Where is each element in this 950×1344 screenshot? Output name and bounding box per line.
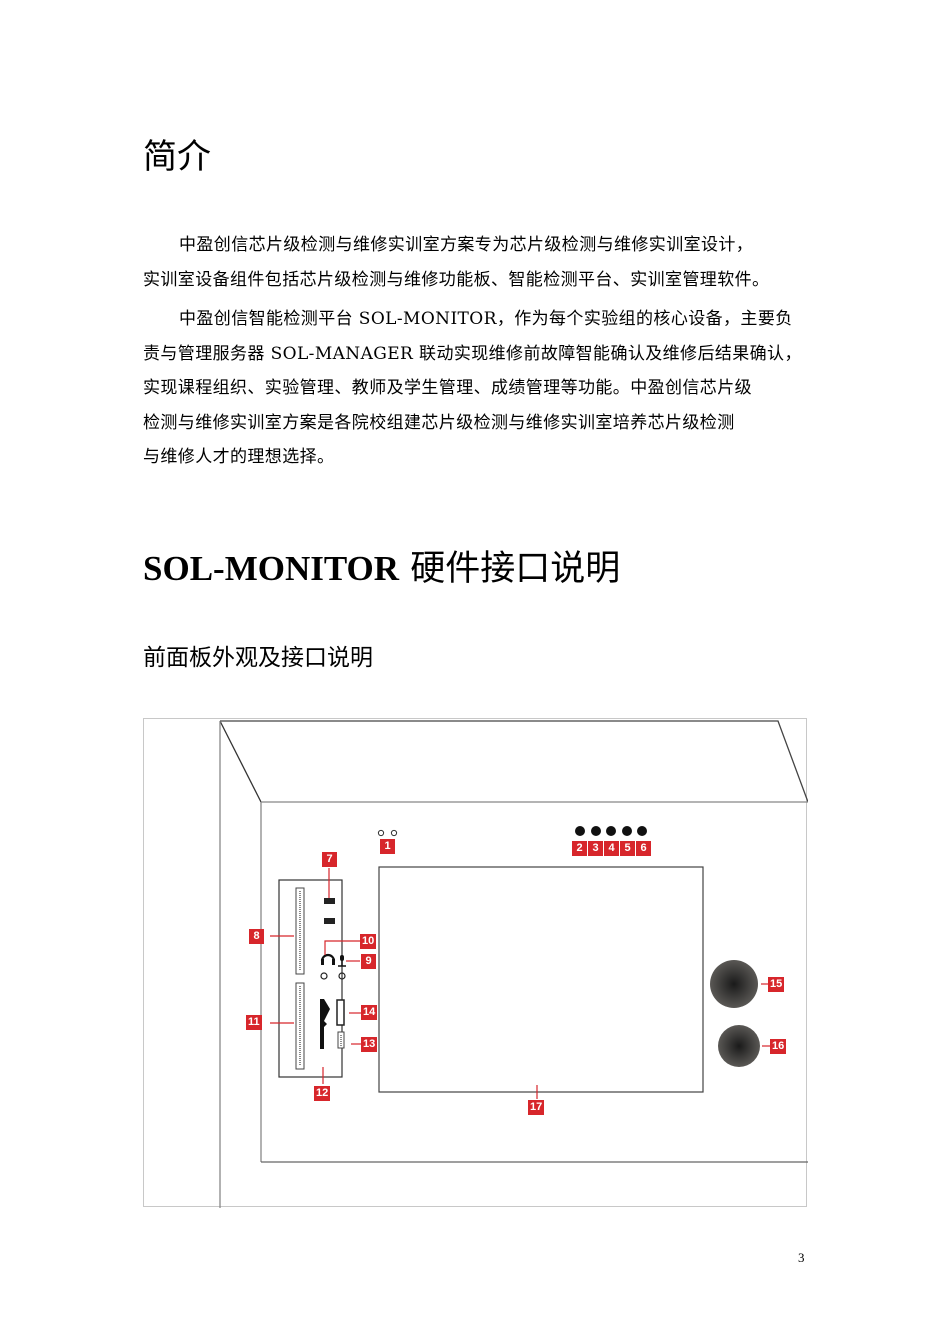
callout-15: 15 (768, 977, 785, 992)
callout-5: 5 (620, 841, 635, 856)
callout-7: 7 (322, 852, 337, 867)
callout-17: 17 (528, 1100, 545, 1115)
callout-10: 10 (360, 934, 377, 949)
hardware-heading: SOL-MONITOR 硬件接口说明 (143, 544, 620, 594)
callout-3: 3 (588, 841, 603, 856)
page-number: 3 (798, 1250, 805, 1265)
front-panel-figure: 1 2 3 4 5 6 7 8 9 10 11 12 13 14 15 16 1… (143, 718, 808, 1208)
callout-8: 8 (249, 929, 264, 944)
paragraph-line: 实现课程组织、实验管理、教师及学生管理、成绩管理等功能。中盈创信芯片级 (143, 378, 752, 398)
paragraph-line: 责与管理服务器 SOL-MANAGER 联动实现维修前故障智能确认及维修后结果确… (143, 343, 802, 364)
callout-6: 6 (636, 841, 651, 856)
intro-paragraph-1: 中盈创信芯片级检测与维修实训室方案专为芯片级检测与维修实训室设计， 实训室设备组… (143, 228, 808, 297)
paragraph-line: 与维修人才的理想选择。 (143, 447, 335, 467)
callout-13: 13 (361, 1037, 378, 1052)
intro-heading: 简介 (143, 137, 211, 177)
callout-12: 12 (314, 1086, 331, 1101)
paragraph-line: 实训室设备组件包括芯片级检测与维修功能板、智能检测平台、实训室管理软件。 (143, 269, 770, 290)
callout-4: 4 (604, 841, 619, 856)
callout-16: 16 (770, 1039, 787, 1054)
front-panel-subheading: 前面板外观及接口说明 (143, 645, 373, 671)
callout-9: 9 (361, 954, 376, 969)
front-panel-diagram (219, 720, 808, 1208)
hardware-heading-title: 硬件接口说明 (399, 549, 621, 589)
hardware-heading-product: SOL-MONITOR (143, 549, 400, 588)
paragraph-line: 中盈创信芯片级检测与维修实训室方案专为芯片级检测与维修实训室设计， (179, 235, 754, 255)
paragraph-line: 中盈创信智能检测平台 SOL-MONITOR，作为每个实验组的核心设备，主要负 (179, 309, 793, 329)
callout-14: 14 (361, 1005, 378, 1020)
callout-1: 1 (380, 839, 395, 854)
callout-2: 2 (572, 841, 587, 856)
paragraph-line: 检测与维修实训室方案是各院校组建芯片级检测与维修实训室培养芯片级检测 (143, 412, 735, 433)
callout-11: 11 (246, 1015, 262, 1030)
intro-paragraph-2: 中盈创信智能检测平台 SOL-MONITOR，作为每个实验组的核心设备，主要负 … (143, 302, 808, 475)
